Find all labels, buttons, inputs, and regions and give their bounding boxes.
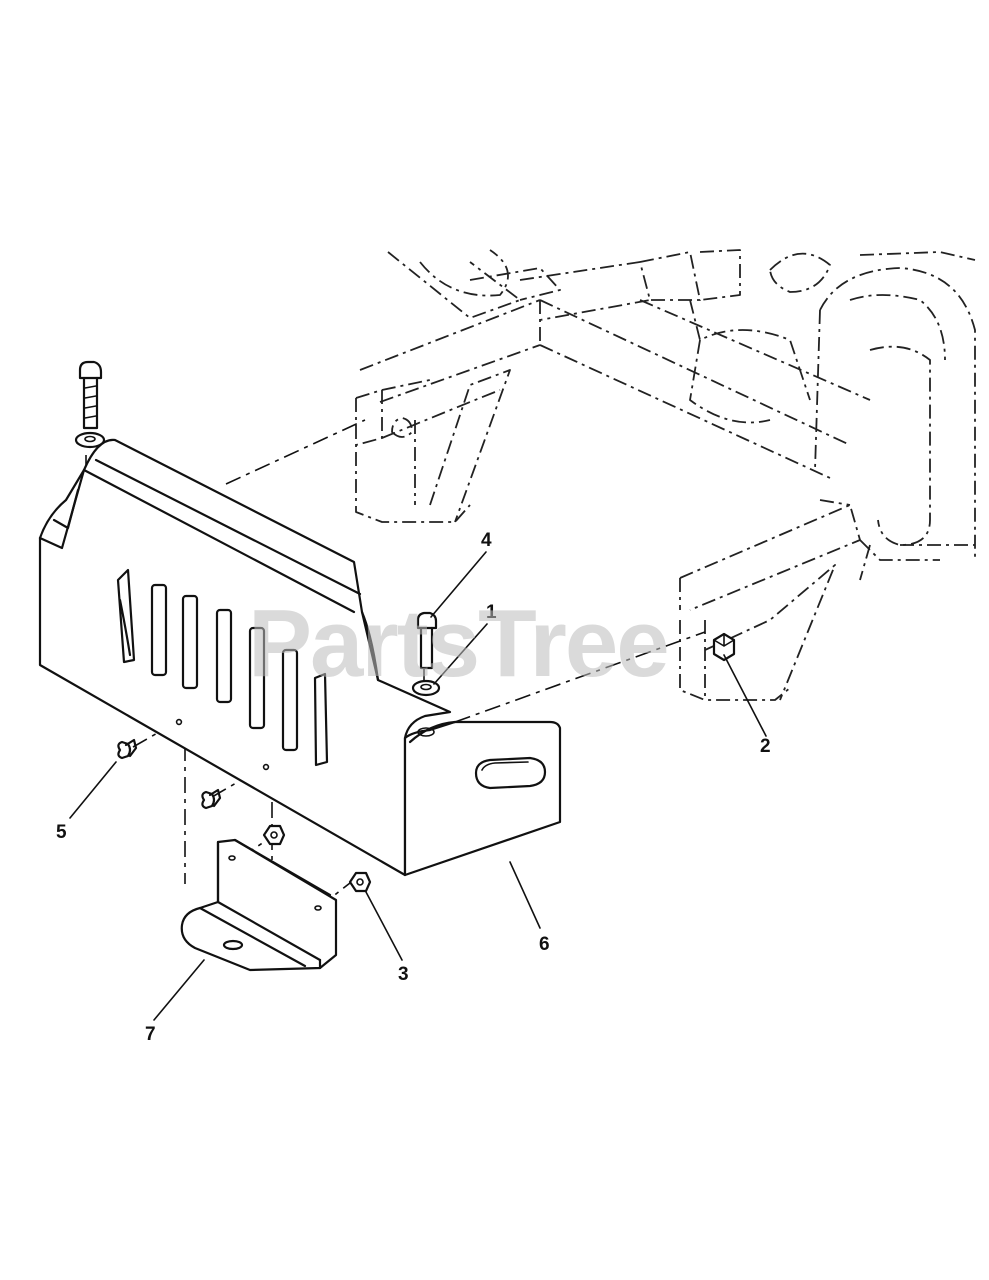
- rear-shield-part: [38, 438, 562, 877]
- callout-4: 4: [481, 530, 492, 551]
- washer-item1: [411, 679, 441, 697]
- nut-item3: [262, 824, 372, 893]
- mower-frame-phantom: [355, 249, 976, 701]
- callout-3: 3: [398, 964, 409, 985]
- callout-1: 1: [486, 602, 497, 623]
- bolt-item4-left: [74, 360, 106, 449]
- leader-5: [69, 761, 117, 819]
- leader-3: [365, 891, 403, 961]
- leader-7: [153, 959, 205, 1021]
- watermark-logo: PartsTree: [248, 590, 668, 697]
- callout-leaders: [69, 551, 767, 1021]
- callout-6: 6: [539, 934, 550, 955]
- callout-labels: 4 1 2 3 5 6 7: [56, 530, 771, 1045]
- leader-4: [430, 551, 487, 618]
- leader-6: [509, 861, 541, 929]
- callout-5: 5: [56, 822, 67, 843]
- callout-2: 2: [760, 736, 771, 757]
- leader-2: [723, 654, 767, 737]
- leader-1: [433, 623, 488, 685]
- bolt-item4-center: [416, 611, 438, 670]
- shield-vent-slots: [116, 568, 329, 767]
- callout-7: 7: [145, 1024, 156, 1045]
- carriage-bolt-item5: [117, 738, 222, 810]
- mounting-bracket-part: [180, 838, 338, 972]
- alignment-lines: [85, 419, 706, 930]
